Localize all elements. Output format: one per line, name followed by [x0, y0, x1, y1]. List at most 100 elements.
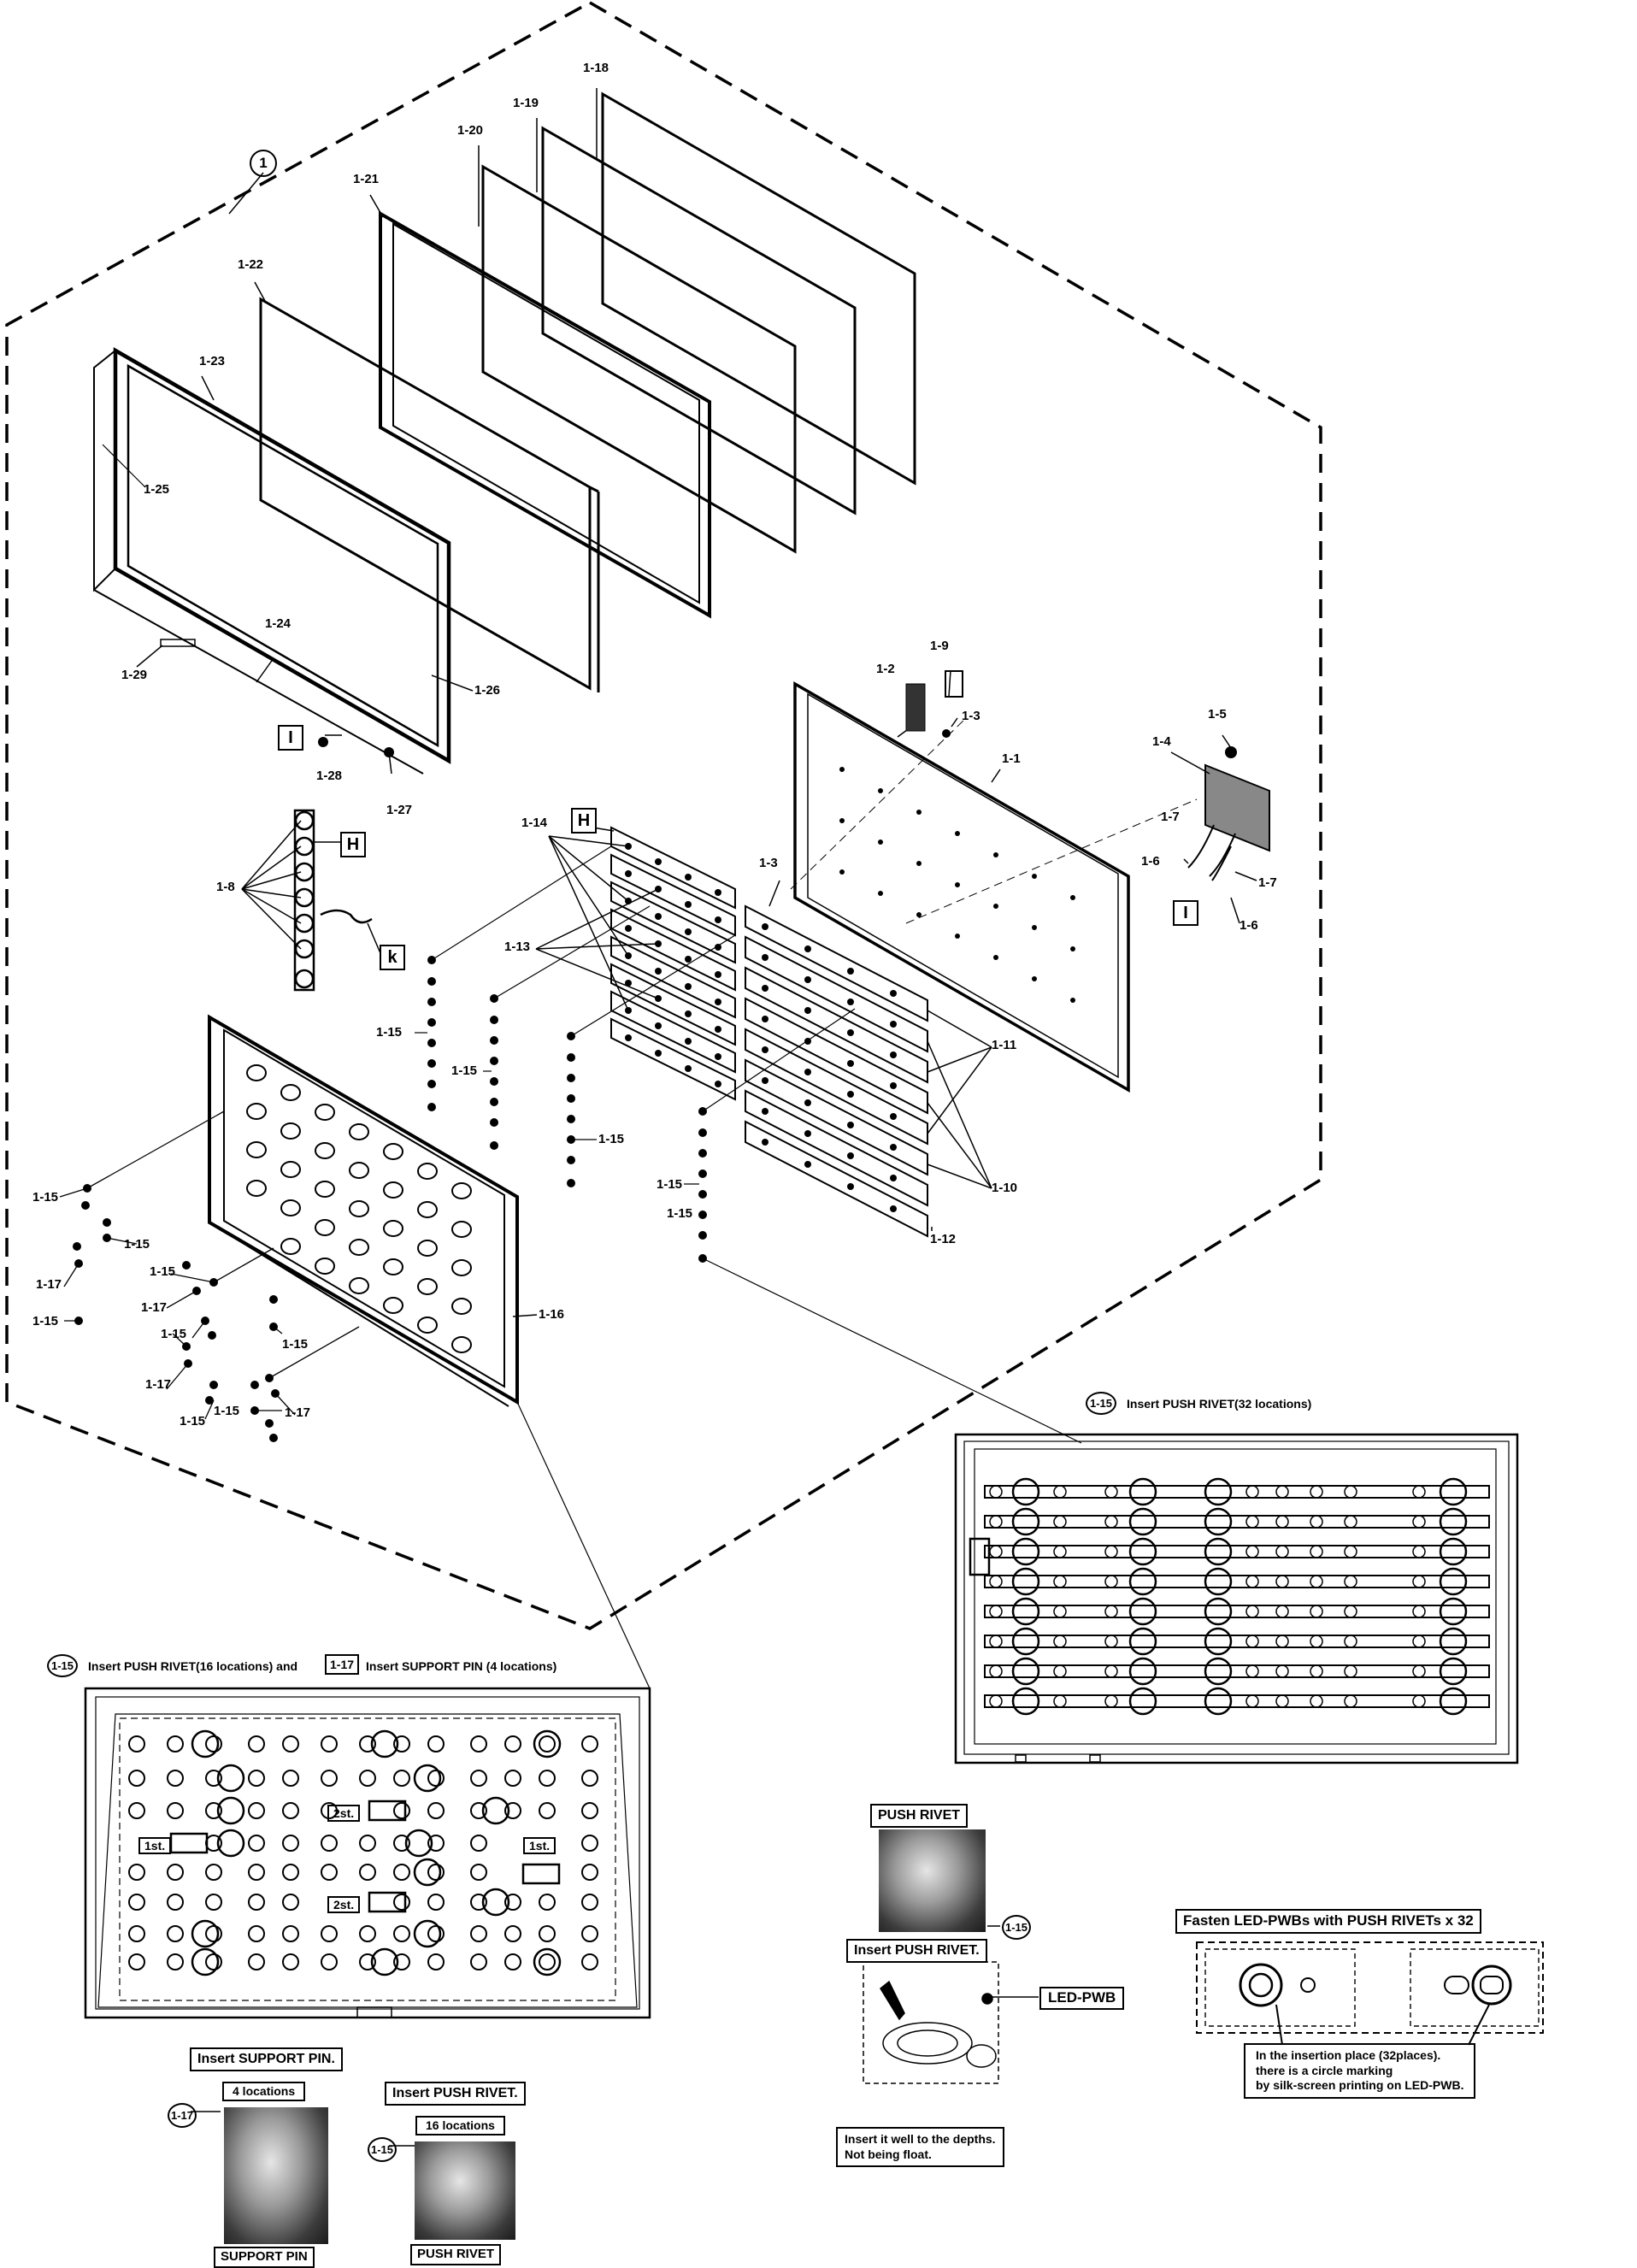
left-inset-callout-b: 1-17: [325, 1654, 360, 1675]
callout-1-22: 1-22: [238, 257, 264, 272]
callout-1-15-i: 1-15: [161, 1327, 187, 1341]
insert-depth-note: Insert it well to the depths. Not being …: [836, 2127, 1004, 2167]
pin-tag-1st-b: 1st.: [523, 1837, 556, 1854]
callout-1: 1: [250, 150, 277, 177]
leader-1-11: [927, 1010, 992, 1134]
callout-1-15-e: 1-15: [32, 1190, 59, 1205]
callout-1-15-f: 1-15: [124, 1237, 150, 1252]
callout-1-27: 1-27: [386, 803, 413, 817]
callout-1-15-h: 1-15: [32, 1314, 59, 1328]
back-chassis-1-1: [793, 680, 1130, 1093]
callout-1-15-d: 1-15: [657, 1177, 683, 1192]
callout-1-15-m: 1-15: [667, 1206, 693, 1221]
push-rivet-left-heading: Insert PUSH RIVET.: [385, 2082, 526, 2106]
callout-1-15-b: 1-15: [451, 1063, 478, 1078]
right-inset-title: Insert PUSH RIVET(32 locations): [1127, 1397, 1312, 1411]
marker-k: k: [380, 945, 405, 970]
marker-I-pcb: I: [1173, 900, 1198, 926]
pin-tag-2st-a: 2st.: [327, 1805, 361, 1822]
callout-1-15-l: 1-15: [180, 1414, 206, 1429]
callout-1-7-b: 1-7: [1258, 875, 1277, 890]
marker-I-front: I: [278, 725, 303, 751]
optical-sheet-1-18: [601, 91, 916, 486]
push-rivet-left-count: 16 locations: [415, 2116, 505, 2136]
right-inset-small-holes: [989, 1485, 1426, 1708]
rivet-column-a: [427, 956, 436, 1111]
insert-depth-note-line1: Insert it well to the depths.: [845, 2132, 996, 2146]
lcd-panel-1-22: [259, 297, 600, 692]
left-inset-title-a: Insert PUSH RIVET(16 locations) and: [88, 1659, 298, 1673]
callout-1-9: 1-9: [930, 639, 949, 653]
loose-rivets: [73, 1184, 280, 1442]
callout-1-6-b: 1-6: [1240, 918, 1258, 933]
callout-1-29: 1-29: [121, 668, 148, 682]
leader-1-8: [241, 820, 381, 954]
connectors-1-8: [293, 809, 373, 992]
callout-1-3-a: 1-3: [962, 709, 980, 723]
front-frame-1-23: [93, 347, 451, 775]
push-rivet-left-caption: PUSH RIVET: [410, 2244, 502, 2265]
fasten-drawing: [1196, 1941, 1544, 2046]
pin-tag-2st-b: 2st.: [327, 1896, 361, 1913]
callout-1-17-d: 1-17: [285, 1405, 311, 1420]
led-driver-pwb-1-4: [1170, 734, 1270, 924]
callout-1-1: 1-1: [1002, 751, 1021, 766]
left-inset-title-b: Insert SUPPORT PIN (4 locations): [366, 1659, 557, 1673]
led-strips-left: [610, 826, 736, 1101]
support-pin-heading: Insert SUPPORT PIN.: [190, 2047, 343, 2071]
inset-bottom-tabs: [356, 1754, 1101, 2018]
rivet-column-d: [698, 1107, 707, 1263]
callout-1-15-j: 1-15: [282, 1337, 309, 1352]
callout-1-6-a: 1-6: [1141, 854, 1160, 869]
support-pin-count: 4 locations: [222, 2082, 306, 2102]
push-rivet-center-callout: 1-15: [1002, 1915, 1032, 1940]
led-pwb-label: LED-PWB: [1039, 1987, 1125, 2010]
push-rivet-center-photo: [879, 1829, 986, 1932]
callout-1-20: 1-20: [457, 123, 484, 138]
callout-1-15-c: 1-15: [598, 1132, 625, 1146]
led-strips-right: [745, 904, 928, 1238]
push-rivet-center-heading: PUSH RIVET: [870, 1804, 969, 1828]
left-inset-rivet-marks: [191, 1729, 562, 1976]
callout-1-21: 1-21: [353, 172, 380, 186]
pin-tag-1st-a: 1st.: [138, 1837, 172, 1854]
rear-cover-holes: [246, 1064, 472, 1353]
insert-push-rivet-heading: Insert PUSH RIVET.: [846, 1939, 987, 1963]
fasten-heading: Fasten LED-PWBs with PUSH RIVETs x 32: [1175, 1909, 1481, 1934]
callout-1-2: 1-2: [876, 662, 895, 676]
callout-1-11: 1-11: [992, 1038, 1017, 1052]
callout-1-8: 1-8: [216, 880, 235, 894]
fasten-note-line3: by silk-screen printing on LED-PWB.: [1256, 2078, 1464, 2092]
frame-1-21: [379, 210, 711, 619]
chassis-holes: [839, 767, 1075, 1003]
push-rivet-left-callout: 1-15: [368, 2137, 397, 2162]
callout-1-17-a: 1-17: [36, 1277, 62, 1292]
insert-depth-note-line2: Not being float.: [845, 2147, 932, 2161]
callout-1-7-a: 1-7: [1161, 810, 1180, 824]
led-strips-right-dots: [762, 923, 897, 1212]
callout-1-17-c: 1-17: [145, 1377, 172, 1392]
right-inset-callout: 1-15: [1086, 1392, 1117, 1415]
assembly-boundary: [5, 0, 1322, 1630]
callout-1-24: 1-24: [265, 616, 291, 631]
callout-1-23: 1-23: [199, 354, 226, 368]
insert-rivet-drawing: [863, 1961, 1039, 2084]
callout-1-13: 1-13: [504, 940, 531, 954]
left-inset-callout-a: 1-15: [47, 1654, 79, 1677]
support-pin-callout: 1-17: [168, 2103, 197, 2128]
callout-1-4: 1-4: [1152, 734, 1171, 749]
marker-H-left: H: [340, 832, 366, 857]
callout-1-14: 1-14: [521, 816, 548, 830]
callout-1-12: 1-12: [930, 1232, 957, 1246]
callout-1-26: 1-26: [474, 683, 501, 698]
callout-1-15-g: 1-15: [150, 1264, 176, 1279]
right-inset-rivet-marks: [1011, 1477, 1468, 1716]
fasten-note-line1: In the insertion place (32places).: [1256, 2048, 1441, 2062]
right-inset-strips: [969, 1485, 1490, 1708]
fasten-note-line2: there is a circle marking: [1256, 2063, 1393, 2077]
leader-1-10: [927, 1040, 992, 1189]
fasten-note: In the insertion place (32places). there…: [1244, 2043, 1476, 2099]
callout-1-15-k: 1-15: [214, 1404, 240, 1418]
callout-1-15-a: 1-15: [376, 1025, 403, 1040]
